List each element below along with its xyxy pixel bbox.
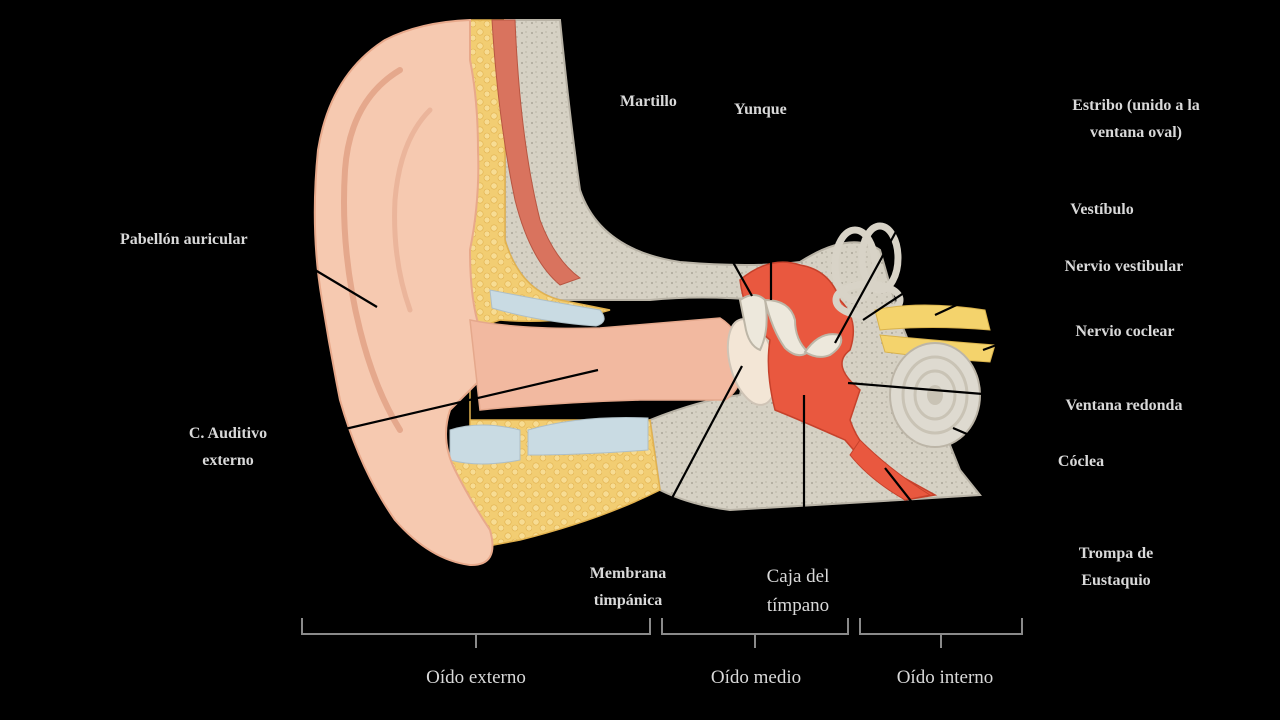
label-martillo: Martillo (620, 93, 677, 110)
label-nervio-vestibular: Nervio vestibular (1064, 258, 1184, 275)
label-conducto-auditivo: C. Auditivo externo (168, 420, 288, 474)
muscle-strip (491, 19, 582, 286)
label-estribo: Estribo (unido a la ventana oval) (1048, 92, 1224, 146)
label-caja-line2: tímpano (766, 595, 830, 616)
label-membrana: Membrana timpánica (572, 560, 684, 614)
region-brackets (301, 618, 1023, 648)
eustachian-tube (849, 439, 932, 501)
label-conducto-line1: C. Auditivo (188, 425, 268, 442)
label-membrana-line2: timpánica (593, 592, 663, 609)
label-caja-timpano: Caja del tímpano (738, 562, 858, 620)
label-trompa: Trompa de Eustaquio (1060, 540, 1172, 594)
label-estribo-line2: ventana oval) (1090, 124, 1182, 141)
label-trompa-line2: Eustaquio (1081, 572, 1151, 589)
label-yunque: Yunque (734, 101, 787, 118)
label-caja-line1: Caja del (766, 566, 830, 587)
leader-lines (294, 109, 1033, 563)
label-conducto-line2: externo (202, 452, 254, 469)
ossicles (738, 294, 843, 358)
region-oido-interno: Oído interno (896, 667, 994, 688)
label-trompa-line1: Trompa de (1078, 545, 1154, 562)
label-coclea: Cóclea (1057, 453, 1105, 470)
region-oido-externo: Oído externo (426, 667, 526, 688)
label-vestibulo: Vestíbulo (1070, 201, 1134, 218)
label-ventana-redonda: Ventana redonda (1065, 397, 1183, 414)
label-pabellon: Pabellón auricular (120, 231, 248, 248)
cochlea (889, 342, 981, 448)
label-membrana-line1: Membrana (589, 565, 667, 582)
label-estribo-line1: Estribo (unido a la (1072, 97, 1200, 114)
ear-canal (469, 317, 746, 411)
region-oido-medio: Oído medio (710, 667, 802, 688)
label-nervio-coclear: Nervio coclear (1075, 323, 1175, 340)
